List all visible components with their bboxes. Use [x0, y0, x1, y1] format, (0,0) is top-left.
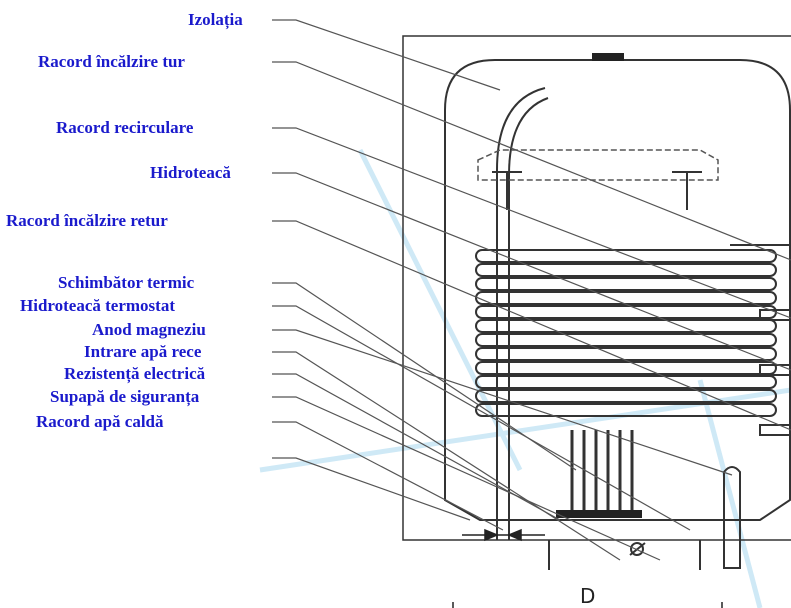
- cold-inlet: [548, 540, 701, 570]
- label-racord-apa-calda: Racord apă caldă: [36, 412, 164, 431]
- label-izolatia: Izolația: [188, 10, 243, 29]
- label-racord-incalzire-retur: Racord încălzire retur: [6, 211, 168, 230]
- leader-lines: [272, 19, 791, 561]
- heat-exchanger-coil: [475, 249, 777, 417]
- label-hidroteaca-termostat: Hidroteacă termostat: [20, 296, 175, 315]
- label-supapa-de-siguranta: Supapă de siguranța: [50, 387, 200, 406]
- label-rezistenta-electrica: Rezistență electrică: [64, 364, 206, 383]
- label-anod-magneziu: Anod magneziu: [92, 320, 206, 339]
- label-intrare-apa-rece: Intrare apă rece: [84, 342, 202, 361]
- t-sensor-left: [492, 171, 522, 210]
- label-hidroteaca: Hidroteacă: [150, 163, 231, 182]
- label-racord-recirculare: Racord recirculare: [56, 118, 194, 137]
- resistance-flange: [556, 510, 642, 518]
- label-schimbator-termic: Schimbător termic: [58, 273, 195, 292]
- label-racord-incalzire-tur: Racord încălzire tur: [38, 52, 185, 71]
- magnesium-anode: [723, 466, 741, 569]
- top-port: [592, 53, 624, 61]
- dimension-arrows: [452, 528, 723, 608]
- tank-body: [444, 59, 791, 521]
- side-ports: [730, 244, 791, 436]
- t-sensor-right: [672, 171, 702, 210]
- insulation-box: [402, 35, 791, 541]
- hot-water-pipe: [496, 87, 546, 540]
- dimension-d-label: D: [580, 584, 596, 608]
- electric-resistance: [570, 430, 634, 510]
- upper-bracket: [477, 149, 719, 181]
